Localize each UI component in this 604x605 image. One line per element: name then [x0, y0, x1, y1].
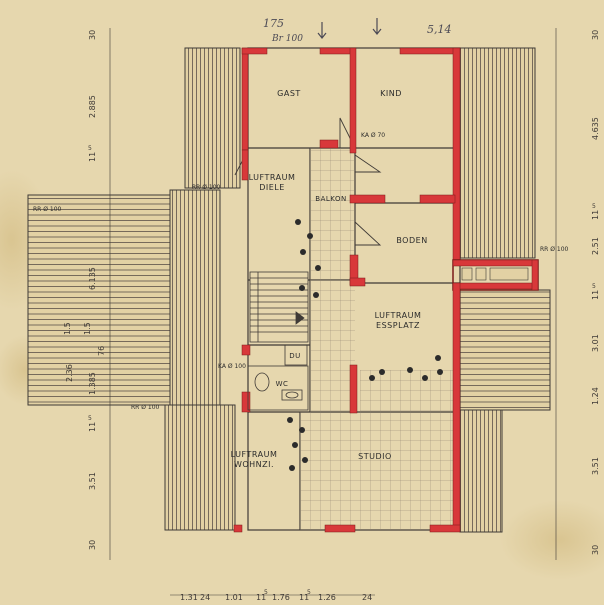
- paper-stain: [500, 500, 604, 580]
- dim-right: 3.01: [591, 334, 600, 352]
- handwritten-note-175: 175: [263, 17, 284, 30]
- structural-walls: [233, 47, 539, 533]
- dim-left: 76: [97, 346, 106, 356]
- dim-left: 1.385: [88, 372, 97, 395]
- downpipe-label-top: RR Ø 100: [192, 184, 221, 191]
- dim-right: 1.24: [591, 387, 600, 405]
- sanitary-fixtures: [247, 344, 309, 411]
- staircase: [249, 271, 309, 343]
- dim-bottom: 1.31: [180, 593, 198, 602]
- dim-left: 2.36: [65, 364, 74, 382]
- dim-bottom: 1.01: [225, 593, 243, 602]
- handwritten-note-514: 5,14: [427, 23, 452, 36]
- dim-right: 5: [592, 203, 596, 210]
- right-dimensions: 30 4.635 11 5 2.51 11 5 3.01 1.24 3.51 3…: [591, 30, 600, 555]
- room-label-luftraum-diele-line1: LUFTRAUM: [249, 173, 296, 182]
- dim-bottom: 11: [256, 593, 266, 602]
- dim-bottom: 24: [362, 593, 372, 602]
- dim-left: 30: [88, 540, 97, 550]
- downpipe-label-left: RR Ø 100: [33, 206, 62, 213]
- plant-decorations: [287, 219, 443, 471]
- dim-left: 3.51: [88, 472, 97, 490]
- dim-bottom: 1.76: [272, 593, 290, 602]
- tile-areas: [300, 148, 460, 530]
- dim-bottom: 24: [200, 593, 210, 602]
- dim-bottom: 5: [307, 589, 311, 596]
- dim-right: 11: [591, 290, 600, 300]
- dim-left: 1.5: [83, 322, 92, 335]
- room-label-du: DU: [289, 352, 301, 360]
- room-label-studio: STUDIO: [358, 452, 392, 461]
- handwritten-arrows: [317, 18, 382, 39]
- room-label-balkon: BALKON: [315, 195, 346, 203]
- drain-label-ka100: KA Ø 100: [218, 363, 246, 370]
- chimney-boxes: [461, 267, 529, 281]
- room-label-boden: BODEN: [396, 236, 427, 245]
- room-label-luftraum-wohnzi-line2: WOHNZI.: [234, 460, 274, 469]
- dim-right: 3.51: [591, 457, 600, 475]
- dimension-lines: [109, 28, 557, 596]
- bottom-dimensions: 1.31 24 1.01 11 5 1.76 11 5 1.26 24: [180, 589, 372, 602]
- room-label-luftraum-wohnzi-line1: LUFTRAUM: [231, 450, 278, 459]
- dim-bottom: 5: [264, 589, 268, 596]
- dim-right: 11: [591, 210, 600, 220]
- left-dimensions: 30 2.885 11 5 6.135 1.5 1.5 76 2.36 1.38…: [63, 30, 106, 550]
- dim-bottom: 1.26: [318, 593, 336, 602]
- room-label-wc: WC: [276, 380, 289, 388]
- dim-right: 5: [592, 283, 596, 290]
- dim-left: 2.885: [88, 95, 97, 118]
- dim-left: 30: [88, 30, 97, 40]
- room-label-kind: KIND: [380, 89, 402, 98]
- handwritten-note-br100: Br 100: [271, 34, 303, 44]
- dim-left: 1.5: [63, 322, 72, 335]
- dim-right: 30: [591, 545, 600, 555]
- room-label-luftraum-diele-line2: DIELE: [259, 183, 285, 192]
- dim-right: 30: [591, 30, 600, 40]
- downpipe-label-lower-left: RR Ø 100: [131, 404, 160, 411]
- dim-right: 2.51: [591, 237, 600, 255]
- dim-right: 4.635: [591, 117, 600, 140]
- room-label-luftraum-essplatz-line2: ESSPLATZ: [376, 321, 420, 330]
- dim-left: 11: [88, 152, 97, 162]
- dim-bottom: 11: [299, 593, 309, 602]
- downpipe-label-right: RR Ø 100: [540, 246, 569, 253]
- dim-left: 6.135: [88, 267, 97, 290]
- dim-left: 5: [88, 415, 92, 422]
- drain-label-ka70: KA Ø 70: [361, 132, 385, 139]
- dim-left: 5: [88, 145, 92, 152]
- dim-left: 11: [88, 422, 97, 432]
- room-label-gast: GAST: [277, 89, 301, 98]
- room-label-luftraum-essplatz-line1: LUFTRAUM: [375, 311, 422, 320]
- roof-hatching: [27, 47, 551, 533]
